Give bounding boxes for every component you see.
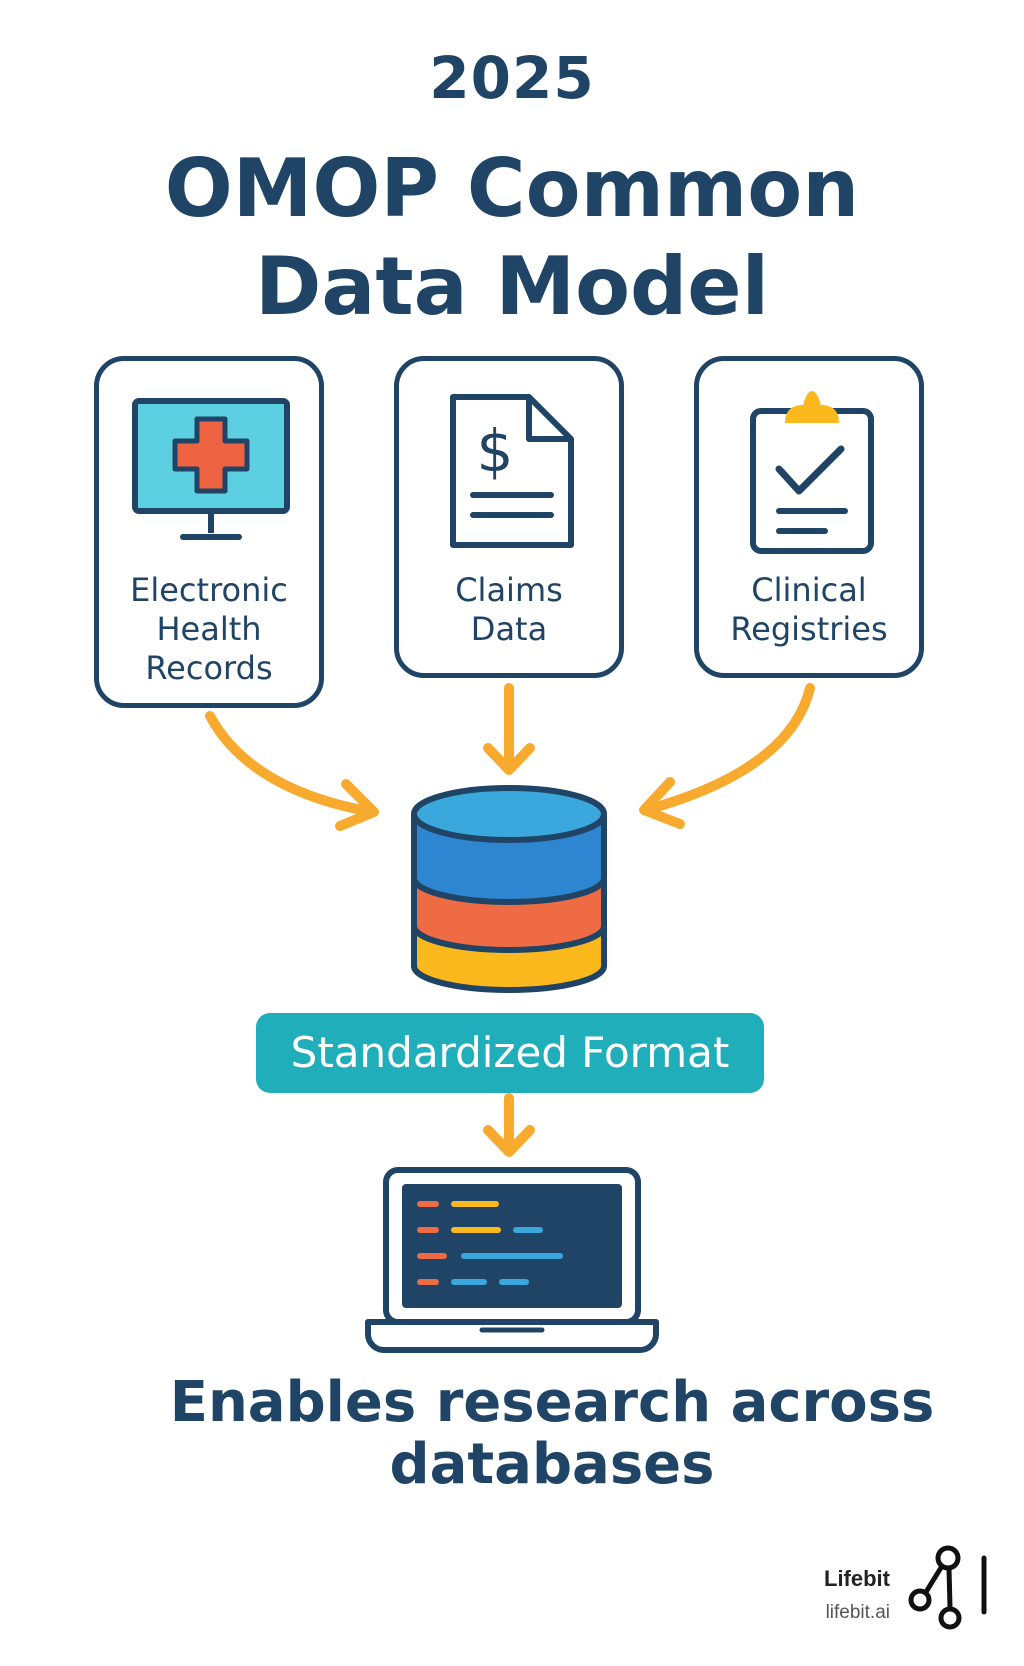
laptop-code-icon [365,1167,659,1353]
source-card-ehr: Electronic Health Records [94,356,324,708]
brand-url: lifebit.ai [825,1602,890,1623]
source-label-ehr: Electronic Health Records [130,571,288,687]
svg-text:$: $ [477,417,514,485]
source-card-claims: $ Claims Data [394,356,624,678]
clipboard-checkmark-icon [750,391,874,554]
monitor-medical-cross-icon [132,398,290,540]
source-label-claims: Claims Data [455,571,563,648]
title-line-2: Data Model [255,240,769,333]
outcome-line-2: databases [389,1432,715,1497]
page-title: OMOP Common Data Model [0,140,1024,336]
title-line-1: OMOP Common [164,142,860,235]
lifebit-network-logo-icon [908,1545,987,1630]
database-stack-icon [411,785,607,993]
source-card-registries: Clinical Registries [694,356,924,678]
year-heading: 2025 [429,44,595,112]
invoice-document-dollar-icon: $ [450,394,574,548]
outcome-text: Enables research across databases [60,1372,1024,1496]
brand-name: Lifebit [824,1566,890,1591]
standardized-format-label: Standardized Format [256,1013,764,1093]
source-label-registries: Clinical Registries [730,571,888,648]
arrow-ehr-to-db [205,711,377,817]
arrow-registries-to-db [641,683,815,815]
outcome-line-1: Enables research across [169,1370,935,1435]
